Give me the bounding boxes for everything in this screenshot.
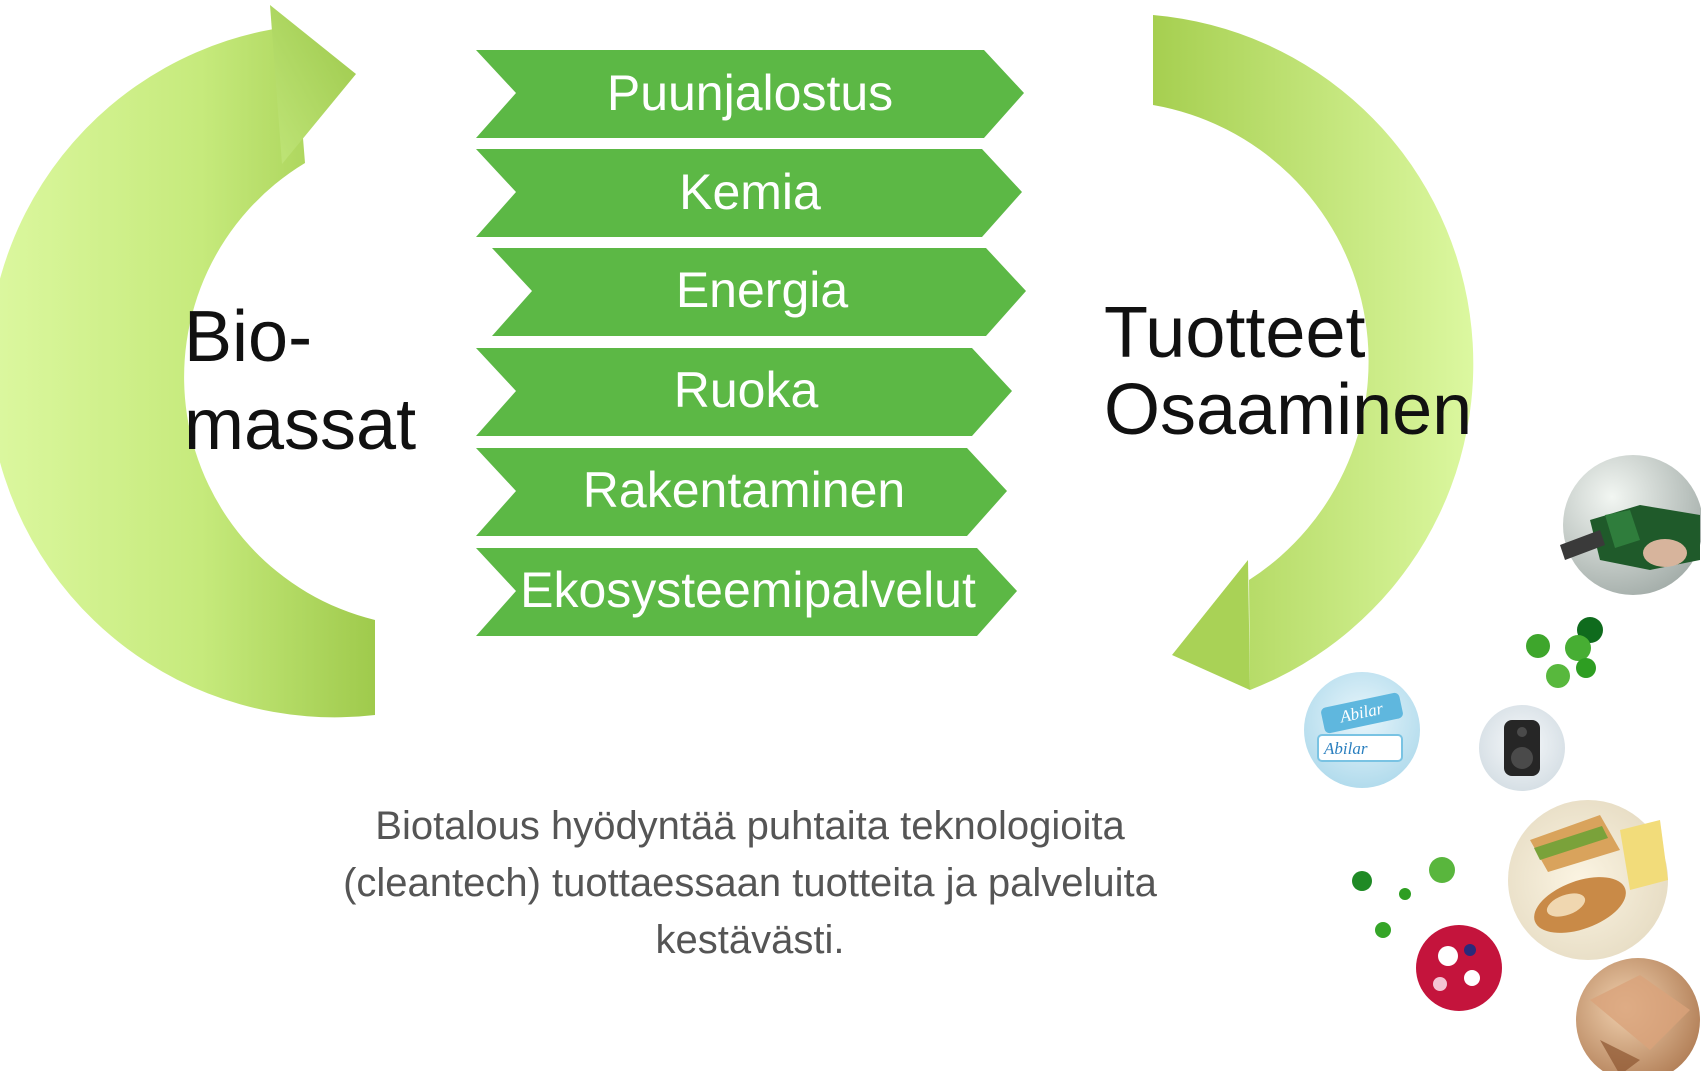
products-label-line1: Tuotteet (1104, 293, 1366, 373)
caption-line: Biotalous hyödyntää puhtaita teknologioi… (375, 804, 1125, 848)
sector-label: Energia (676, 262, 849, 318)
sector-chevron-rakentaminen: Rakentaminen (476, 448, 1007, 536)
sector-chevron-energia: Energia (492, 248, 1026, 336)
sector-label: Rakentaminen (583, 462, 905, 518)
biomass-label-line2: massat (184, 385, 416, 465)
left-cycle-arrow (0, 5, 375, 718)
decorative-dots (1352, 617, 1603, 938)
floral-fabric-photo (1416, 925, 1502, 1011)
caption-line: (cleantech) tuottaessaan tuotteita ja pa… (343, 861, 1157, 905)
caption: Biotalous hyödyntää puhtaita teknologioi… (250, 798, 1250, 969)
sector-label: Ekosysteemipalvelut (520, 562, 976, 618)
sector-chevron-ruoka: Ruoka (476, 348, 1012, 436)
right-cycle-arrow (1153, 15, 1474, 690)
sector-chevron-kemia: Kemia (476, 149, 1022, 237)
caption-line: kestävästi. (655, 918, 845, 962)
sector-chevron-ekosysteemipalvelut: Ekosysteemipalvelut (476, 548, 1017, 636)
sector-label: Ruoka (674, 362, 819, 418)
abilar-brand-text-2: Abilar (1323, 739, 1368, 758)
abilar-ointment-photo: Abilar Abilar (1304, 672, 1420, 788)
sector-label: Kemia (679, 164, 821, 220)
product-images: Abilar Abilar (1304, 455, 1701, 1071)
sector-chevrons: Puunjalostus Kemia Energia Ruoka Rakenta… (476, 50, 1026, 636)
products-label-line2: Osaaminen (1104, 370, 1472, 450)
speaker-photo (1479, 705, 1565, 791)
sector-label: Puunjalostus (607, 65, 893, 121)
biomass-label-line1: Bio- (184, 297, 312, 377)
fuel-nozzle-photo (1560, 455, 1701, 595)
sector-chevron-puunjalostus: Puunjalostus (476, 50, 1024, 138)
bread-sandwich-photo (1508, 800, 1668, 960)
wood-material-photo (1576, 958, 1700, 1071)
